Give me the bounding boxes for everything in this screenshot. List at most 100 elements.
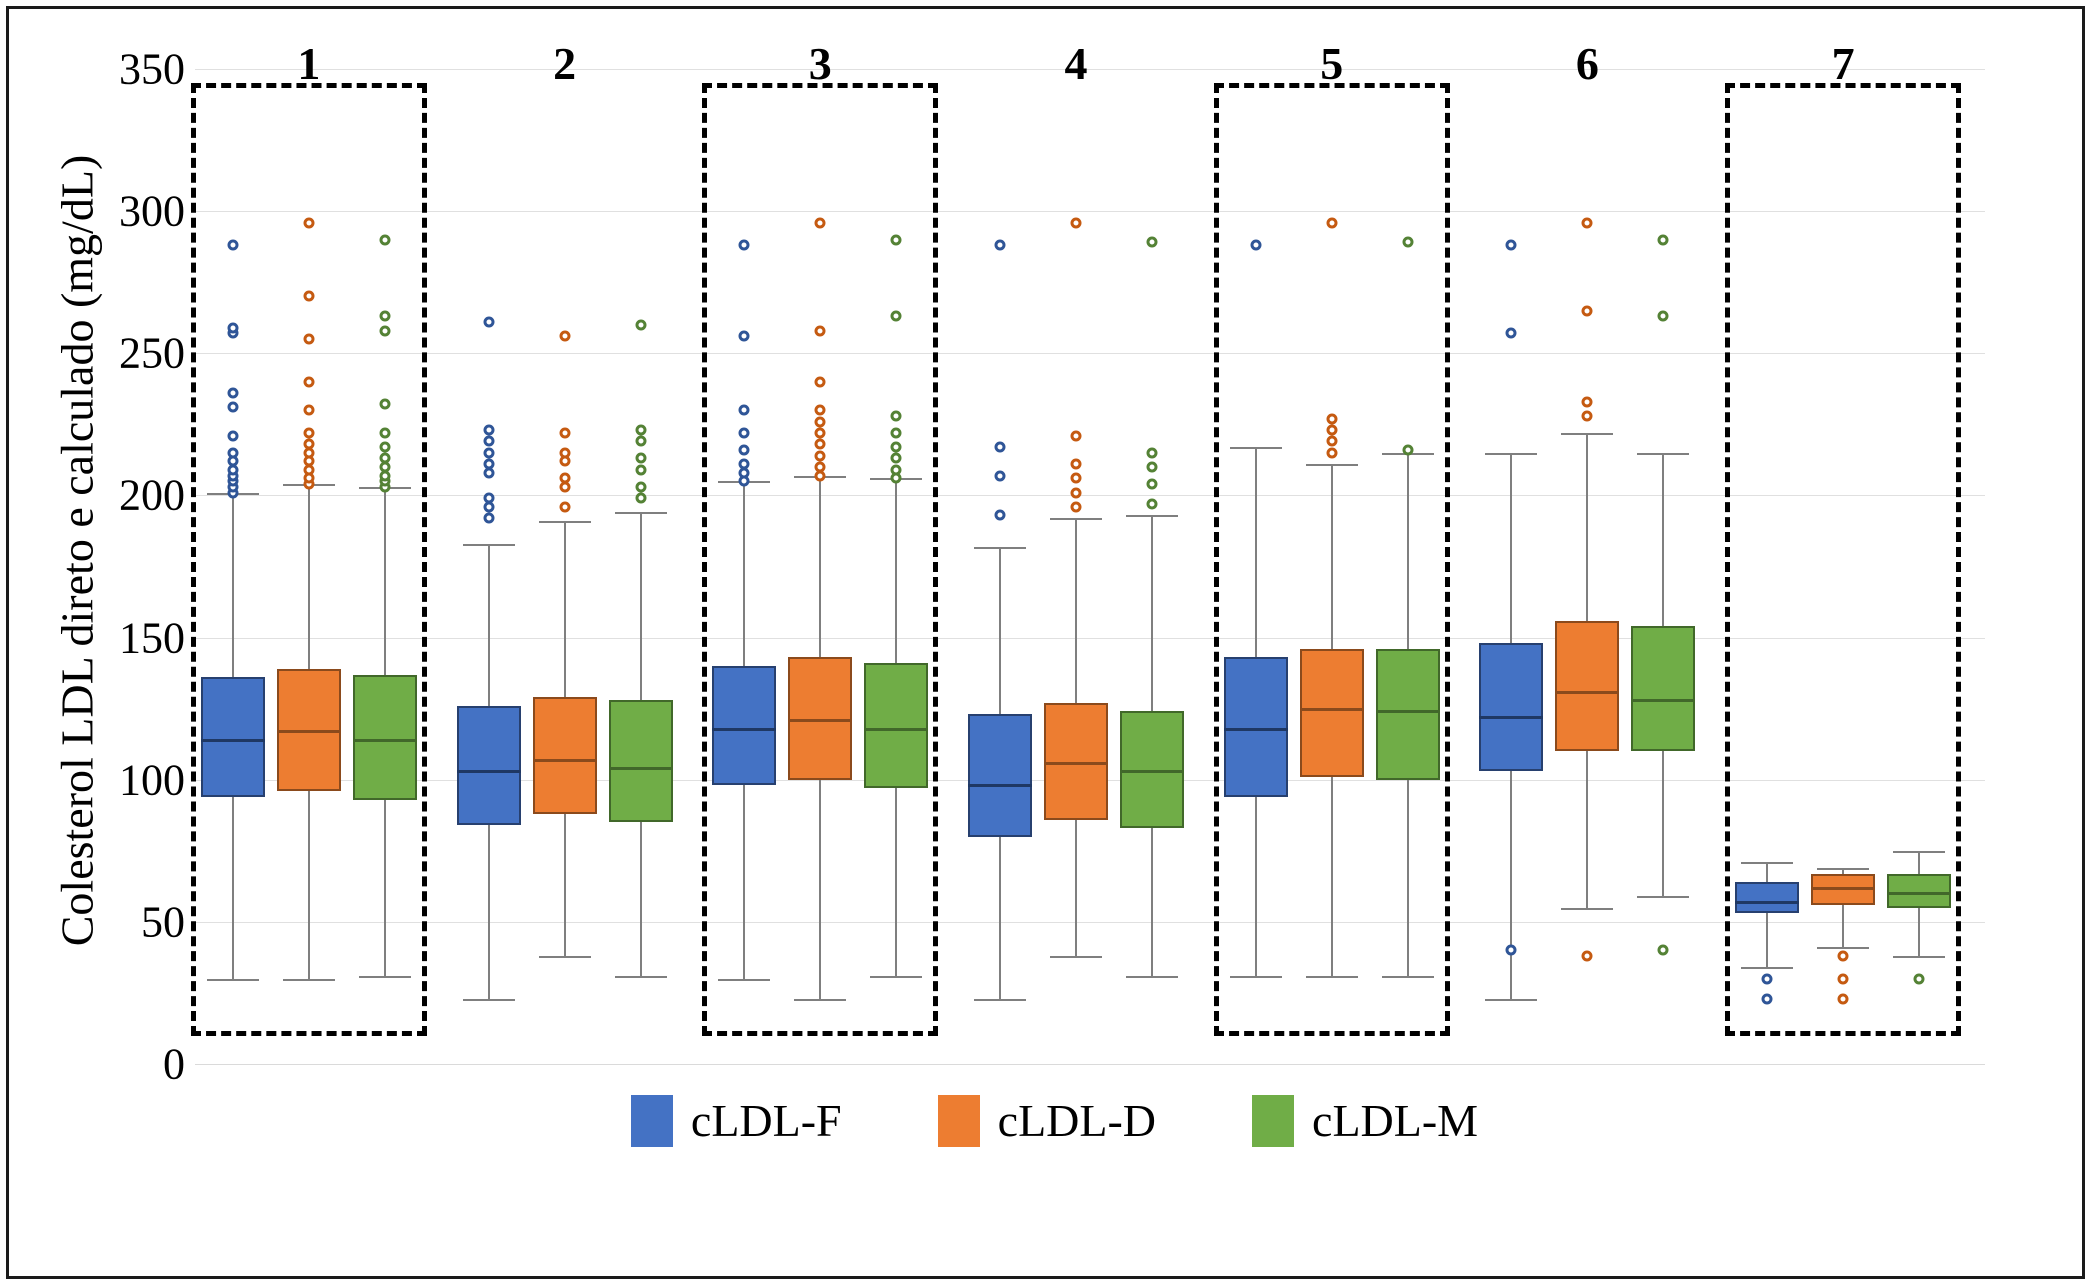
- outlier-point: [1761, 973, 1773, 985]
- outlier-point: [814, 325, 826, 337]
- boxplot-cldl-f-group-6: [195, 69, 1985, 1064]
- median-line: [1044, 761, 1108, 765]
- outlier-point: [814, 438, 826, 450]
- outlier-point: [635, 481, 647, 493]
- outlier-point: [303, 333, 315, 345]
- outlier-point: [1505, 327, 1517, 339]
- outlier-point: [1913, 973, 1925, 985]
- outlier-point: [303, 427, 315, 439]
- boxplot-cldl-m-group-7: [195, 69, 1985, 1064]
- whisker-cap-lower: [1050, 955, 1102, 958]
- median-line: [456, 770, 521, 774]
- boxplot-cldl-f-group-1: [195, 69, 1985, 1064]
- outlier-point: [890, 427, 902, 439]
- y-tick-label-300: 300: [119, 186, 185, 236]
- group-highlight-box-5: [1213, 83, 1450, 1036]
- median-line: [1120, 770, 1184, 774]
- outlier-point: [890, 452, 902, 464]
- legend-label: cLDL-D: [997, 1095, 1157, 1146]
- outlier-point: [1326, 435, 1338, 447]
- outlier-point: [303, 376, 315, 388]
- whisker-cap-lower: [1305, 975, 1358, 978]
- whisker-cap-lower: [794, 998, 847, 1001]
- outlier-point: [379, 234, 391, 246]
- median-line: [276, 730, 341, 734]
- box-iqr: [608, 700, 673, 823]
- whisker-cap-lower: [358, 975, 411, 978]
- outlier-point: [483, 458, 495, 470]
- boxplot-cldl-d-group-3: [195, 69, 1985, 1064]
- median-line: [788, 719, 853, 722]
- whisker-cap-lower: [1817, 947, 1870, 950]
- outlier-point: [303, 290, 315, 302]
- box-iqr: [532, 697, 597, 814]
- outlier-point: [227, 239, 239, 251]
- gridline-200: [195, 495, 1985, 497]
- outlier-point: [1581, 410, 1593, 422]
- median-line: [608, 767, 673, 771]
- legend-item-cldl-m[interactable]: cLDL-M: [1252, 1094, 1478, 1147]
- outlier-point: [1505, 239, 1517, 251]
- boxplot-cldl-d-group-2: [195, 69, 1985, 1064]
- median-line: [352, 738, 417, 742]
- outlier-point: [635, 319, 647, 331]
- outlier-point: [1402, 236, 1414, 248]
- outlier-point: [890, 234, 902, 246]
- legend-item-cldl-f[interactable]: cLDL-F: [630, 1094, 842, 1147]
- outlier-point: [1837, 973, 1849, 985]
- outlier-point: [303, 438, 315, 450]
- box-iqr: [1044, 702, 1108, 820]
- outlier-point: [1837, 993, 1849, 1005]
- whisker-cap-lower: [870, 975, 923, 978]
- outlier-point: [814, 461, 826, 473]
- box-iqr: [1375, 648, 1440, 780]
- outlier-point: [379, 398, 391, 410]
- whisker-cap-lower: [1741, 967, 1794, 970]
- outlier-point: [994, 509, 1006, 521]
- whisker-line: [1842, 867, 1845, 948]
- whisker-cap-lower: [1126, 975, 1178, 978]
- whisker-cap-lower: [462, 998, 515, 1001]
- legend-swatch-icon: [630, 1094, 673, 1147]
- legend-item-cldl-d[interactable]: cLDL-D: [937, 1094, 1157, 1147]
- boxplot-cldl-f-group-2: [195, 69, 1985, 1064]
- boxplot-cldl-m-group-4: [195, 69, 1985, 1064]
- outlier-point: [303, 404, 315, 416]
- boxplot-cldl-f-group-5: [195, 69, 1985, 1064]
- boxplot-cldl-d-group-4: [195, 69, 1985, 1064]
- outlier-point: [227, 322, 239, 334]
- outlier-point: [994, 441, 1006, 453]
- median-line: [1479, 716, 1544, 720]
- outlier-point: [379, 452, 391, 464]
- outlier-point: [890, 310, 902, 322]
- outlier-point: [635, 464, 647, 476]
- whisker-cap-lower: [1561, 907, 1614, 910]
- median-line: [864, 727, 929, 731]
- box-iqr: [1735, 882, 1800, 914]
- outlier-point: [1070, 487, 1082, 499]
- boxplot-cldl-m-group-5: [195, 69, 1985, 1064]
- box-iqr: [968, 714, 1032, 837]
- outlier-point: [738, 330, 750, 342]
- whisker-cap-upper: [1893, 850, 1946, 853]
- outlier-point: [890, 441, 902, 453]
- outlier-point: [1146, 236, 1158, 248]
- group-highlight-box-3: [702, 83, 939, 1036]
- group-label-5: 5: [1320, 38, 1344, 89]
- boxplot-cldl-m-group-6: [195, 69, 1985, 1064]
- y-tick-label-250: 250: [119, 328, 185, 378]
- outlier-point: [1581, 950, 1593, 962]
- whisker-cap-upper: [974, 546, 1026, 549]
- whisker-cap-lower: [614, 975, 667, 978]
- outlier-point: [559, 330, 571, 342]
- outlier-point: [227, 401, 239, 413]
- median-line: [200, 738, 265, 742]
- outlier-point: [635, 452, 647, 464]
- outlier-point: [227, 430, 239, 442]
- median-line: [1811, 886, 1876, 890]
- box-iqr: [1479, 643, 1544, 772]
- outlier-point: [1146, 461, 1158, 473]
- whisker-cap-upper: [462, 543, 515, 546]
- gridline-350: [195, 69, 1985, 70]
- outlier-point: [227, 447, 239, 459]
